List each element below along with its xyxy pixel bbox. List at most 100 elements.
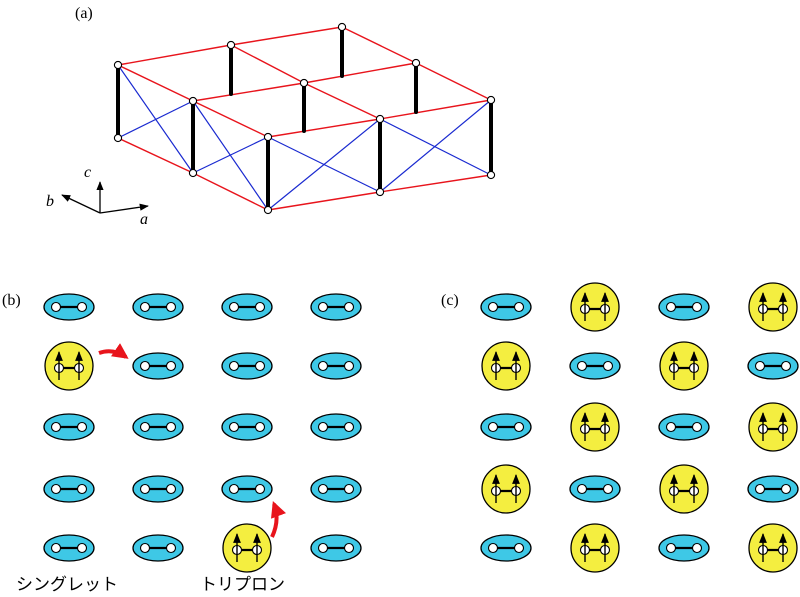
spin-site	[76, 542, 88, 554]
spin-site	[602, 483, 614, 495]
bond-inplane	[117, 44, 232, 66]
triplet-circle	[748, 282, 798, 332]
singlet-dimer	[132, 534, 184, 562]
spin-site	[513, 301, 525, 313]
spin-site	[691, 301, 703, 313]
bond-inplane	[267, 118, 381, 138]
spin-site	[665, 421, 677, 433]
lattice-site	[113, 60, 123, 70]
triplet-circle	[44, 341, 94, 391]
spin-site	[76, 421, 88, 433]
lattice-site	[411, 58, 421, 68]
triplet-circle	[748, 402, 798, 452]
spin-site	[254, 301, 266, 313]
singlet-dimer	[310, 534, 362, 562]
bond-inplane	[192, 172, 269, 211]
spin-site	[513, 421, 525, 433]
triplet-dimer	[748, 282, 798, 332]
singlet-dimer	[221, 352, 273, 380]
spin-site	[317, 421, 329, 433]
bond-diagonal	[117, 100, 194, 139]
spin-site	[317, 483, 329, 495]
spin-site	[139, 542, 151, 554]
lattice-site	[226, 40, 236, 50]
spin-site	[602, 360, 614, 372]
spin-site	[691, 421, 703, 433]
bond-diagonal	[267, 118, 381, 211]
axis-b-label: b	[46, 193, 54, 210]
axis-a-label: a	[140, 211, 148, 228]
lattice-site	[263, 205, 273, 215]
spin-site	[576, 360, 588, 372]
singlet-dimer	[43, 475, 95, 503]
singlet-dimer	[747, 475, 799, 503]
triplet-dimer	[748, 402, 798, 452]
triplet-circle	[222, 523, 272, 573]
spin-site	[76, 301, 88, 313]
bond-inplane	[341, 26, 417, 64]
spin-site	[228, 421, 240, 433]
singlet-dimer	[43, 413, 95, 441]
bond-inplane	[230, 44, 305, 84]
bond-inplane	[192, 82, 305, 102]
bond-inplane	[379, 99, 492, 120]
bond-inplane	[303, 82, 381, 120]
triplet-circle	[748, 523, 798, 573]
spin-site	[343, 421, 355, 433]
lattice-site	[337, 22, 347, 32]
bond-diagonal	[379, 118, 492, 176]
spin-site	[254, 483, 266, 495]
bond-diagonal	[379, 99, 492, 193]
singlet-dimer	[747, 352, 799, 380]
bond-inplane	[117, 64, 194, 102]
spin-site	[50, 483, 62, 495]
singlet-dimer	[480, 534, 532, 562]
bond-inplane	[303, 62, 417, 84]
spin-site	[487, 301, 499, 313]
triplet-circle	[659, 341, 709, 391]
dimer-grid-b	[43, 293, 362, 573]
axis-b-arrow	[61, 194, 101, 214]
bond-inplane	[379, 174, 492, 193]
hop-arrows	[98, 343, 286, 538]
singlet-dimer	[569, 475, 621, 503]
spin-site	[165, 542, 177, 554]
spin-site	[139, 421, 151, 433]
spin-site	[165, 421, 177, 433]
lattice-site	[113, 133, 123, 143]
bond-inplane	[117, 137, 194, 174]
singlet-dimer	[480, 293, 532, 321]
spin-site	[228, 301, 240, 313]
singlet-dimer	[310, 352, 362, 380]
bond-inplane	[192, 100, 269, 138]
spin-site	[343, 301, 355, 313]
singlet-dimer	[658, 413, 710, 441]
spin-site	[317, 301, 329, 313]
singlet-dimer	[658, 534, 710, 562]
triplet-dimer	[748, 523, 798, 573]
triplon-caption: トリプロン	[200, 575, 285, 595]
spin-site	[50, 301, 62, 313]
spin-site	[228, 360, 240, 372]
spin-site	[317, 360, 329, 372]
spin-site	[665, 301, 677, 313]
spin-site	[139, 301, 151, 313]
spin-site	[228, 483, 240, 495]
spin-site	[254, 421, 266, 433]
singlet-dimer	[43, 534, 95, 562]
lattice-site	[375, 114, 385, 124]
spin-site	[665, 542, 677, 554]
lattice-site	[375, 187, 385, 197]
triplet-circle	[659, 464, 709, 514]
triplon-hop-right-arrow	[98, 343, 129, 359]
spin-site	[754, 360, 766, 372]
singlet-dimer	[132, 413, 184, 441]
spin-site	[254, 360, 266, 372]
singlet-dimer	[310, 413, 362, 441]
panel-c-label: (c)	[441, 292, 459, 309]
bond-inplane	[415, 62, 492, 101]
triplet-dimer	[222, 523, 272, 573]
lattice-site	[486, 170, 496, 180]
triplon-hop-up-arrow	[270, 501, 286, 538]
